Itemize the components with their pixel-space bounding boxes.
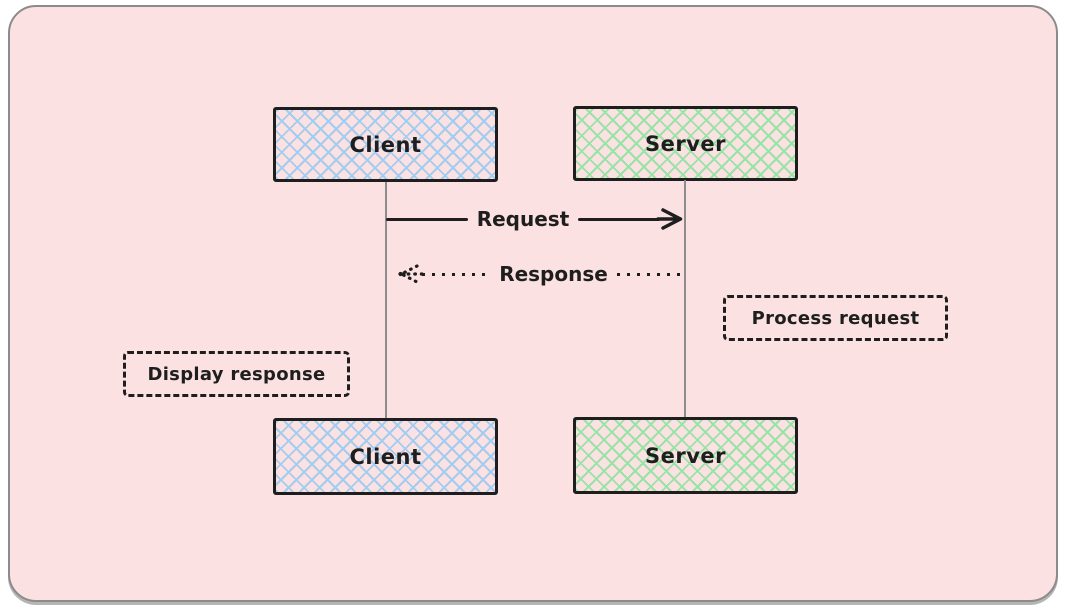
actor-label-client: Client <box>349 132 422 157</box>
diagram-frame: Client Server Request Response <box>8 5 1058 602</box>
note-display-response-label: Display response <box>147 363 326 385</box>
lifeline-server <box>684 180 686 418</box>
message-request: Request <box>386 207 684 231</box>
actor-label-server: Server <box>644 443 726 468</box>
actor-box-client-bottom: Client <box>273 418 498 495</box>
note-process-request-label: Process request <box>751 307 920 329</box>
lifeline-client <box>385 182 387 419</box>
message-response: Response <box>396 262 686 286</box>
request-label: Request <box>476 207 570 231</box>
actor-label-server: Server <box>644 131 726 156</box>
actor-box-server-bottom: Server <box>573 417 798 494</box>
response-label: Response <box>499 262 608 286</box>
request-line-right <box>578 217 660 221</box>
arrowhead-right-icon <box>656 208 683 230</box>
note-display-response: Display response <box>123 351 350 397</box>
actor-box-server-top: Server <box>573 106 798 181</box>
actor-label-client: Client <box>349 444 422 469</box>
actor-box-client-top: Client <box>273 107 498 182</box>
note-process-request: Process request <box>723 295 948 341</box>
response-line-left <box>422 272 491 276</box>
request-line-left <box>386 217 468 221</box>
arrowhead-left-dotted-icon <box>398 264 424 284</box>
response-line-right <box>616 272 686 276</box>
